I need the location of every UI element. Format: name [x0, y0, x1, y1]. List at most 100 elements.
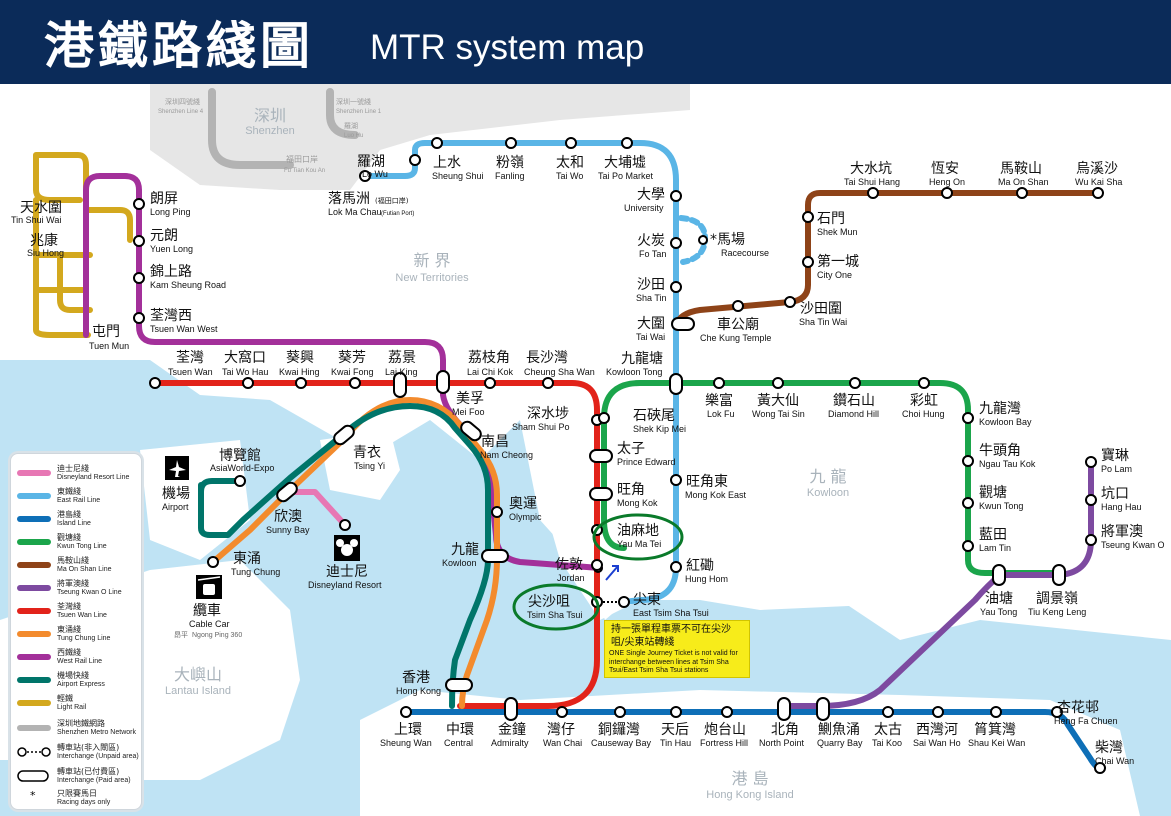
dot-mong-kok-east [670, 474, 682, 486]
label-tin-shui-wai-zh: 天水圍 [20, 200, 62, 216]
label-mong-kok-east-en: Mong Kok East [685, 490, 747, 500]
legend-label-en: Shenzhen Metro Network [57, 729, 136, 736]
legend-label-zh: 迪士尼綫 [57, 464, 89, 473]
dot-sha-tin-wai [784, 296, 796, 308]
ticket-notice: 持一張單程車票不可在尖沙咀/尖東站轉綫 ONE Single Journey T… [604, 620, 750, 678]
label-jordan-en: Jordan [557, 573, 585, 583]
label-sai-wan-ho-en: Sai Wan Ho [913, 738, 961, 748]
label-mong-kok-zh: 旺角 [617, 482, 645, 498]
label-sunny-bay-en: Sunny Bay [266, 525, 310, 535]
dot-wan-chai [556, 706, 568, 718]
interchange-kowloon-tong [669, 373, 683, 395]
dot-jordan [591, 559, 603, 571]
label-tai-koo-zh: 太古 [874, 722, 902, 738]
legend-swatch [17, 539, 51, 545]
interchange-lai-king [393, 372, 407, 398]
label-tai-koo-en: Tai Koo [872, 738, 902, 748]
label-tin-hau-zh: 天后 [661, 722, 689, 738]
label-racecourse-en: Racecourse [721, 248, 769, 258]
label-central-zh: 中環 [446, 722, 474, 738]
interchange-mei-foo [436, 370, 450, 394]
label-disneyland-resort-zh: 迪士尼 [326, 564, 368, 580]
label-fortress-hill-en: Fortress Hill [700, 738, 748, 748]
hk-island-land [360, 690, 1140, 816]
label-fo-tan-zh: 火炭 [637, 233, 665, 249]
label-causeway-bay-zh: 銅鑼灣 [598, 722, 640, 738]
label-yau-tong-en: Yau Tong [980, 607, 1017, 617]
label-che-kung-temple-zh: 車公廟 [717, 316, 759, 333]
interchange-tsing-yi [333, 424, 355, 446]
legend-label-zh: 深圳地鐵網路 [57, 719, 105, 728]
label-racecourse-zh: *馬場 [710, 232, 745, 248]
label-ma-on-shan-en: Ma On Shan [998, 177, 1049, 187]
dot-tung-chung [207, 556, 219, 568]
dot-disneyland-resort [339, 519, 351, 531]
dot-tin-hau [670, 706, 682, 718]
label-jordan-zh: 佐敦 [555, 557, 583, 573]
region-labels: 深圳 Shenzhen 新 界 New Territories 九 龍 Kowl… [165, 106, 849, 801]
shenzhen-line4-en: Shenzhen Line 4 [158, 109, 204, 115]
cable-car-icon [196, 575, 222, 599]
legend-label-zh: 東涌綫 [57, 625, 81, 634]
label-tin-hau-en: Tin Hau [660, 738, 691, 748]
label-kowloon-bay-en: Kowloon Bay [979, 417, 1032, 427]
legend-label-zh: 將軍澳綫 [57, 579, 89, 588]
label-ngau-tau-kok-en: Ngau Tau Kok [979, 459, 1036, 469]
label-lok-ma-chau-note-en: (Futian Port) [381, 211, 414, 217]
label-tai-wo-hau-en: Tai Wo Hau [222, 367, 268, 377]
label-lo-wu-en: Lo Wu [362, 169, 388, 179]
label-tai-shui-hang-en: Tai Shui Hang [844, 177, 900, 187]
dot-lo-wu [359, 170, 371, 182]
label-disneyland-resort-en: Disneyland Resort [308, 580, 382, 590]
label-tsuen-wan-zh: 荃灣 [176, 349, 204, 366]
label-lam-tin-en: Lam Tin [979, 543, 1011, 553]
dot-kwun-tong [962, 497, 974, 509]
dot-kam-sheung-road [133, 272, 145, 284]
dot-chai-wan [1094, 762, 1106, 774]
dot-tseung-kwan-o [1085, 534, 1097, 546]
label-kam-sheung-road-zh: 錦上路 [150, 263, 192, 280]
label-ma-on-shan-zh: 馬鞍山 [1000, 161, 1042, 177]
label-tung-chung-en: Tung Chung [231, 567, 280, 577]
interchange-prince-edward [589, 449, 613, 463]
legend-label-en: Interchange (Paid area) [57, 777, 131, 784]
label-airport-zh: 機場 [162, 486, 190, 502]
legend-label-zh: 西鐵綫 [57, 648, 81, 657]
interchange-admiralty [504, 697, 518, 721]
interchanges [276, 317, 1066, 721]
label-cable-car-en: Cable Car [189, 619, 230, 629]
legend-label-en: Kwun Tong Line [57, 543, 107, 550]
label-lam-tin-zh: 藍田 [979, 527, 1007, 543]
dot-hang-hau [1085, 494, 1097, 506]
interchange-sunny-bay [276, 481, 298, 503]
region-nt-en: New Territories [395, 272, 469, 284]
dot-kowloon-bay [962, 412, 974, 424]
label-sha-tin-wai-en: Sha Tin Wai [799, 317, 847, 327]
legend-swatch [17, 677, 51, 683]
interchange-quarry-bay [816, 697, 830, 721]
legend-label-en: Light Rail [57, 704, 87, 711]
legend-swatch [17, 493, 51, 499]
dot-tai-wo [565, 137, 577, 149]
label-tsuen-wan-west-zh: 荃灣西 [150, 307, 192, 324]
label-siu-hong-en: Siu Hong [27, 248, 64, 258]
label-yau-ma-tei-en: Yau Ma Tei [617, 539, 661, 549]
legend-label-en: Disneyland Resort Line [57, 474, 130, 481]
dot-lok-fu [713, 377, 725, 389]
label-tsuen-wan-west-en: Tsuen Wan West [150, 324, 218, 334]
dot-shek-kip-mei [598, 412, 610, 424]
label-long-ping-en: Long Ping [150, 207, 191, 217]
dot-racecourse [698, 235, 708, 245]
label-airport-en: Airport [162, 502, 189, 512]
label-sunny-bay-zh: 欣澳 [274, 509, 302, 525]
label-sheung-shui-zh: 上水 [433, 155, 461, 171]
label-wan-chai-en: Wan Chai [543, 738, 582, 748]
legend-label-zh: 機場快綫 [57, 671, 89, 680]
shenzhen-line1-en: Shenzhen Line 1 [336, 109, 382, 115]
luohu-zh: 羅湖 [344, 121, 358, 130]
label-shau-kei-wan-zh: 筲箕灣 [974, 721, 1016, 738]
